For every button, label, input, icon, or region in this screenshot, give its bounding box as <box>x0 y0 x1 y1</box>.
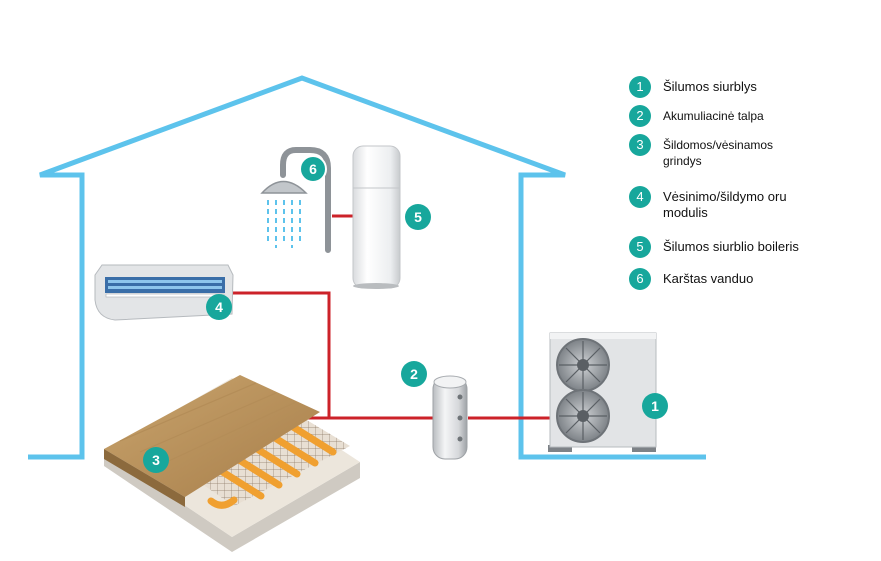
legend-badge: 3 <box>629 134 651 156</box>
marker-heat-pump: 1 <box>642 393 668 419</box>
legend-label: Akumuliacinė talpa <box>663 109 764 123</box>
marker-floor: 3 <box>143 447 169 473</box>
legend-item-boiler: 5 Šilumos siurblio boileris <box>629 236 799 258</box>
legend-label: Šilumos siurblys <box>663 79 757 94</box>
legend-label: Šilumos siurblio boileris <box>663 239 799 254</box>
legend-badge: 2 <box>629 105 651 127</box>
svg-text:1: 1 <box>651 398 659 414</box>
water-boiler-icon <box>352 145 401 289</box>
legend-item-buffer-tank: 2 Akumuliacinė talpa <box>629 105 764 127</box>
legend-badge: 6 <box>629 268 651 290</box>
legend-item-hot-water: 6 Karštas vanduo <box>629 268 753 290</box>
buffer-tank-icon <box>432 375 468 460</box>
marker-air-unit: 4 <box>206 294 232 320</box>
legend-item-air-unit: 4 Vėsinimo/šildymo oru modulis <box>629 186 798 221</box>
legend-label: Vėsinimo/šildymo oru modulis <box>663 189 787 220</box>
house-outline <box>28 75 706 460</box>
legend-item-floor: 3 Šildomos/vėsinamos grindys <box>629 134 813 169</box>
heated-floor-icon <box>104 375 360 552</box>
svg-text:4: 4 <box>215 299 223 315</box>
svg-text:3: 3 <box>152 452 160 468</box>
legend-item-heat-pump: 1 Šilumos siurblys <box>629 76 757 98</box>
svg-text:5: 5 <box>414 209 422 225</box>
svg-text:6: 6 <box>309 161 317 177</box>
heat-pump-icon <box>548 332 657 452</box>
legend-badge: 4 <box>629 186 651 208</box>
marker-hot-water: 6 <box>299 155 327 183</box>
legend-badge: 1 <box>629 76 651 98</box>
marker-buffer-tank: 2 <box>401 361 427 387</box>
marker-boiler: 5 <box>405 204 431 230</box>
shower-icon <box>260 147 331 253</box>
legend-label: Karštas vanduo <box>663 271 754 286</box>
legend-badge: 5 <box>629 236 651 258</box>
legend-label: Šildomos/vėsinamos grindys <box>663 138 774 168</box>
svg-text:2: 2 <box>410 366 418 382</box>
air-conditioner-icon <box>94 264 234 321</box>
